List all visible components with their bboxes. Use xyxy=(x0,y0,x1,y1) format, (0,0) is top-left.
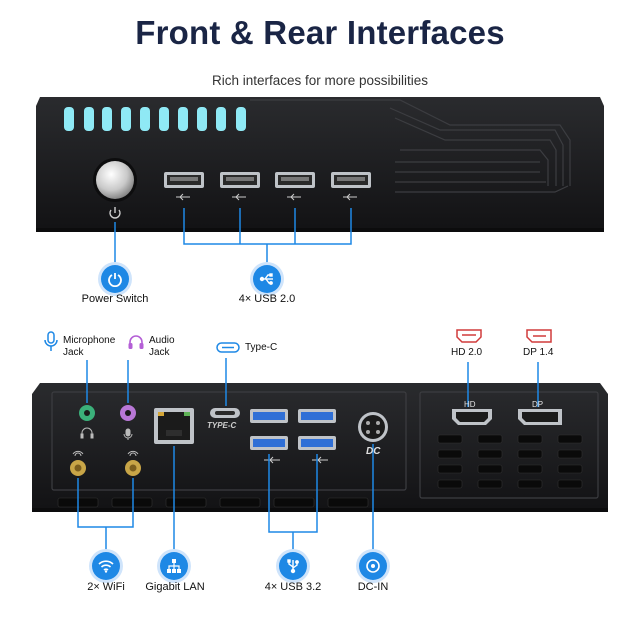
dc-port-text: DC xyxy=(366,446,381,457)
lan-label: Gigabit LAN xyxy=(145,581,205,593)
microphone-label-line1: Microphone xyxy=(63,335,116,346)
microphone-jack-label: Microphone Jack xyxy=(63,335,115,359)
hdmi-icon xyxy=(456,329,482,343)
wifi-label: 2× WiFi xyxy=(87,581,125,593)
displayport-icon xyxy=(526,329,552,343)
lan-icon xyxy=(160,552,188,580)
usb32-icon xyxy=(279,552,307,580)
hd-label: HD 2.0 xyxy=(451,347,483,358)
audio-jack-label: Audio Jack xyxy=(149,335,175,359)
dc-in-icon xyxy=(359,552,387,580)
page-subtitle: Rich interfaces for more possibilities xyxy=(211,73,429,88)
type-c-port-text: TYPE-C xyxy=(207,421,237,430)
dp-label: DP 1.4 xyxy=(523,347,554,358)
power-icon xyxy=(101,265,129,293)
usb32-label: 4× USB 3.2 xyxy=(264,581,322,593)
microphone-label-line2: Jack xyxy=(63,347,84,358)
page-title: Front & Rear Interfaces xyxy=(135,14,505,51)
usb-icon xyxy=(253,265,281,293)
hd-port-text: HD xyxy=(464,400,476,409)
microphone-icon xyxy=(44,331,58,353)
dp-port-text: DP xyxy=(532,400,544,409)
wifi-icon xyxy=(92,552,120,580)
power-switch-label: Power Switch xyxy=(81,293,149,305)
type-c-icon xyxy=(216,342,240,354)
front-vents xyxy=(64,107,246,131)
type-c-label: Type-C xyxy=(245,342,278,353)
usb20-label: 4× USB 2.0 xyxy=(238,293,296,305)
front-panel xyxy=(36,97,604,232)
headphones-icon xyxy=(127,333,145,351)
dc-in-label: DC-IN xyxy=(357,581,389,593)
rear-panel xyxy=(32,383,608,512)
audio-label-line1: Audio xyxy=(149,335,175,346)
front-usb-ports xyxy=(164,172,371,201)
audio-label-line2: Jack xyxy=(149,347,170,358)
